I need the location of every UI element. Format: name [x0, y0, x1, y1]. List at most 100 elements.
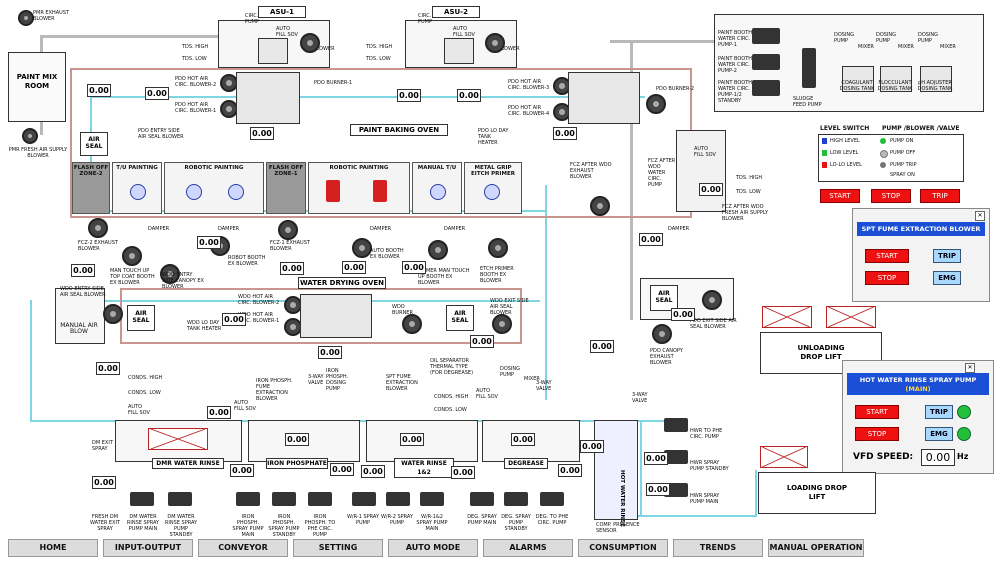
- legend-box: [818, 134, 964, 182]
- legend-pump-off: PUMP OFF: [890, 150, 916, 156]
- pmr-exhaust-blower-icon[interactable]: [18, 10, 34, 26]
- booth-flash-off-zone-1-label: FLASH OFF ZONE-1: [268, 165, 304, 177]
- nav-setting[interactable]: SETTING: [293, 539, 383, 557]
- value-display: 0.00: [280, 262, 304, 275]
- wdo-exit-seal-blower-icon[interactable]: [492, 314, 512, 334]
- trip-button[interactable]: TRIP: [920, 189, 960, 203]
- hwr-phe-circ-pump-icon[interactable]: [664, 418, 688, 432]
- etch-primer-ex-label: ETCH PRIMER BOOTH EX BLOWER: [480, 266, 514, 284]
- tank-water-rinse[interactable]: [366, 420, 478, 462]
- unloading-drop-lift-title: UNLOADING DROP LIFT: [797, 344, 845, 361]
- man-touch-ex-blower-icon[interactable]: [122, 246, 142, 266]
- deg-standby-pump-icon[interactable]: [504, 492, 528, 506]
- dm-spray-main-pump-icon[interactable]: [130, 492, 154, 506]
- etch-primer-ex-blower-icon[interactable]: [488, 238, 508, 258]
- booth-robotic-painting-2[interactable]: ROBOTIC PAINTING: [308, 162, 410, 214]
- spt-start-button[interactable]: START: [865, 249, 909, 263]
- start-button[interactable]: START: [820, 189, 860, 203]
- pmr-fresh-air-blower-icon[interactable]: [22, 128, 38, 144]
- auto-booth-ex-blower-icon[interactable]: [352, 238, 372, 258]
- nav-auto-mode[interactable]: AUTO MODE: [388, 539, 478, 557]
- conds-low-2-label: CONDS. LOW: [434, 407, 467, 413]
- nav-manual-operation[interactable]: MANUAL OPERATION: [768, 539, 864, 557]
- pdo-circ-blower-1-icon[interactable]: [220, 100, 238, 118]
- hwr-popup-close-icon[interactable]: ✕: [965, 363, 975, 373]
- value-display: 0.00: [553, 127, 577, 140]
- wr1-pump-icon[interactable]: [352, 492, 376, 506]
- iron-spray-main-pump-icon[interactable]: [236, 492, 260, 506]
- paint-mix-room[interactable]: PAINT MIX ROOM: [8, 52, 66, 122]
- booth-robotic-painting-1[interactable]: ROBOTIC PAINTING: [164, 162, 264, 214]
- nav-input-output[interactable]: INPUT-OUTPUT: [103, 539, 193, 557]
- wdo-canopy-ex-label: WDO ENTRY SIDE CANOPY EX BLOWER: [162, 272, 204, 290]
- fcz-exhaust-blower-icon[interactable]: [590, 196, 610, 216]
- mixer-a-label: MIXER: [858, 44, 874, 50]
- pb-circ-pump-2-icon[interactable]: [752, 54, 780, 70]
- iron-phe-pump-icon[interactable]: [308, 492, 332, 506]
- hwr-start-button[interactable]: START: [855, 405, 899, 419]
- deg-phe-pump-icon[interactable]: [540, 492, 564, 506]
- close-icon[interactable]: ✕: [975, 211, 985, 221]
- loading-drop-lift[interactable]: LOADING DROP LIFT: [758, 472, 876, 514]
- hwr-phe-circ-label: HWR TO PHE CIRC. PUMP: [690, 428, 723, 440]
- legend-level-title: LEVEL SWITCH: [820, 125, 870, 132]
- nav-alarms[interactable]: ALARMS: [483, 539, 573, 557]
- nav-home[interactable]: HOME: [8, 539, 98, 557]
- fcz2-exhaust-blower-icon[interactable]: [88, 218, 108, 238]
- wr12-main-pump-icon[interactable]: [420, 492, 444, 506]
- sludge-feed-pump-icon[interactable]: [802, 48, 816, 88]
- dm-spray-standby-pump-icon[interactable]: [168, 492, 192, 506]
- booth-flash-off-zone-1[interactable]: FLASH OFF ZONE-1: [266, 162, 306, 214]
- coagulant-label: COAGULANT DOSING TANK: [839, 80, 875, 92]
- iron-spray-standby-pump-icon[interactable]: [272, 492, 296, 506]
- spray-gun-icon: [228, 184, 244, 200]
- asu2-blower-icon[interactable]: [485, 33, 505, 53]
- nav-trends[interactable]: TRENDS: [673, 539, 763, 557]
- wdo-burner-unit: [300, 294, 372, 338]
- asu1-blower-icon[interactable]: [300, 33, 320, 53]
- pb-circ-pump-1-icon[interactable]: [752, 28, 780, 44]
- iron-spray-main-label: IRON PHOSPH. SPRAY PUMP MAIN: [232, 514, 264, 538]
- asu1-tds-high: TDS. HIGH: [182, 44, 209, 50]
- asu2-title: ASU-2: [432, 6, 480, 18]
- hwr-spray-main-pump-icon[interactable]: [664, 483, 688, 497]
- booth-flash-off-zone-2-label: FLASH OFF ZONE-2: [73, 165, 109, 177]
- nav-conveyor[interactable]: CONVEYOR: [198, 539, 288, 557]
- wdo-entry-seal-blower-icon[interactable]: [103, 304, 123, 324]
- spt-stop-button[interactable]: STOP: [865, 271, 909, 285]
- pdo-canopy-exhaust-blower-icon[interactable]: [652, 324, 672, 344]
- value-display: 0.00: [71, 264, 95, 277]
- deg-main-pump-icon[interactable]: [470, 492, 494, 506]
- pdo-burner-2-blower-icon[interactable]: [646, 94, 666, 114]
- booth-tu-painting[interactable]: T/U PAINTING: [112, 162, 162, 214]
- stop-button[interactable]: STOP: [871, 189, 911, 203]
- wr2-pump-icon[interactable]: [386, 492, 410, 506]
- tank-dmr-water-rinse[interactable]: [115, 420, 242, 462]
- value-display: 0.00: [250, 127, 274, 140]
- wdo-canopy-ex-blower-icon[interactable]: [160, 264, 180, 284]
- paint-baking-oven-title: PAINT BAKING OVEN: [350, 124, 448, 136]
- spt-popup-title: SPT FUME EXTRACTION BLOWER: [857, 222, 985, 236]
- fcz1-exhaust-blower-icon[interactable]: [278, 220, 298, 240]
- value-display: 0.00: [457, 89, 481, 102]
- tank-hot-water-rinse[interactable]: [594, 420, 638, 520]
- auto-booth-ex-label: AUTO BOOTH EX BLOWER: [370, 248, 404, 260]
- booth-flash-off-zone-2[interactable]: FLASH OFF ZONE-2: [72, 162, 110, 214]
- pdo-exit-seal-blower-icon[interactable]: [702, 290, 722, 310]
- value-display: 0.00: [646, 483, 670, 496]
- spray-gun-icon: [430, 184, 446, 200]
- dm-exit-spray-label: DM EXIT SPRAY: [92, 440, 113, 452]
- primer-touch-ex-blower-icon[interactable]: [428, 240, 448, 260]
- damper-3-label: DAMPER: [370, 226, 392, 232]
- hwr-spray-standby-pump-icon[interactable]: [664, 450, 688, 464]
- wdo-burner-blower-icon[interactable]: [402, 314, 422, 334]
- booth-robotic-painting-2-label: ROBOTIC PAINTING: [329, 165, 389, 171]
- value-display: 0.00: [402, 261, 426, 274]
- hwr-stop-button[interactable]: STOP: [855, 427, 899, 441]
- duct-right-vertical: [630, 40, 633, 320]
- conds-high-label: CONDS. HIGH: [128, 375, 163, 381]
- comp-presence-label: COMP. PRESENCE SENSOR: [596, 522, 640, 534]
- pb-circ-pump-standby-icon[interactable]: [752, 80, 780, 96]
- nav-consumption[interactable]: CONSUMPTION: [578, 539, 668, 557]
- robot-booth-ex-label: ROBOT BOOTH EX BLOWER: [228, 255, 266, 267]
